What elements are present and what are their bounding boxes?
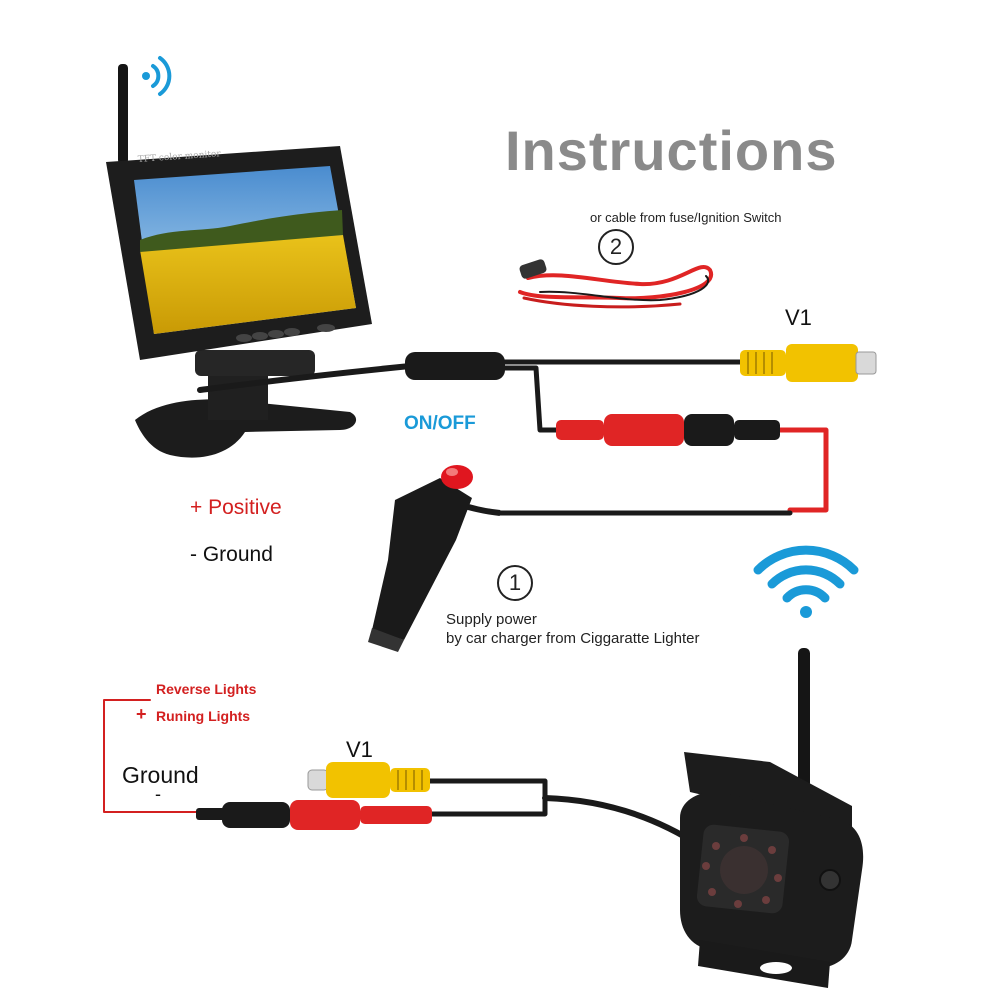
step2-number-badge: 2 (598, 229, 634, 265)
step1-caption-line1: Supply power (446, 611, 537, 628)
power-connector-top (556, 414, 780, 446)
legend-ground: - Ground (190, 543, 273, 566)
v1-label-top: V1 (785, 305, 812, 330)
running-lights-plus: + (136, 704, 147, 724)
top-cabling (197, 352, 829, 516)
wifi-icon-monitor (142, 56, 172, 96)
power-connector-bottom (196, 800, 432, 830)
wifi-icon-camera (753, 545, 859, 618)
red-cable-coil-image (518, 259, 714, 309)
ground-minus-sign: - (155, 784, 161, 804)
step2-caption: or cable from fuse/Ignition Switch (590, 210, 782, 225)
camera-image (680, 648, 864, 988)
step1-number-badge: 1 (497, 565, 533, 601)
running-lights-label: Runing Lights (156, 708, 251, 724)
ground-label-bottom: Ground (122, 762, 199, 788)
rca-connector-bottom (307, 762, 430, 798)
legend-positive: + Positive (190, 496, 282, 519)
page-title: Instructions (505, 119, 838, 182)
monitor-image: TFT color monitor (106, 64, 372, 458)
step1-caption-line2: by car charger from Ciggaratte Lighter (446, 630, 700, 647)
cigarette-plug-image (368, 465, 501, 652)
reverse-lights-label: Reverse Lights (156, 681, 257, 697)
v1-label-bottom: V1 (346, 737, 373, 762)
switch-label: ON/OFF (404, 413, 476, 434)
rca-connector-top (740, 344, 877, 382)
